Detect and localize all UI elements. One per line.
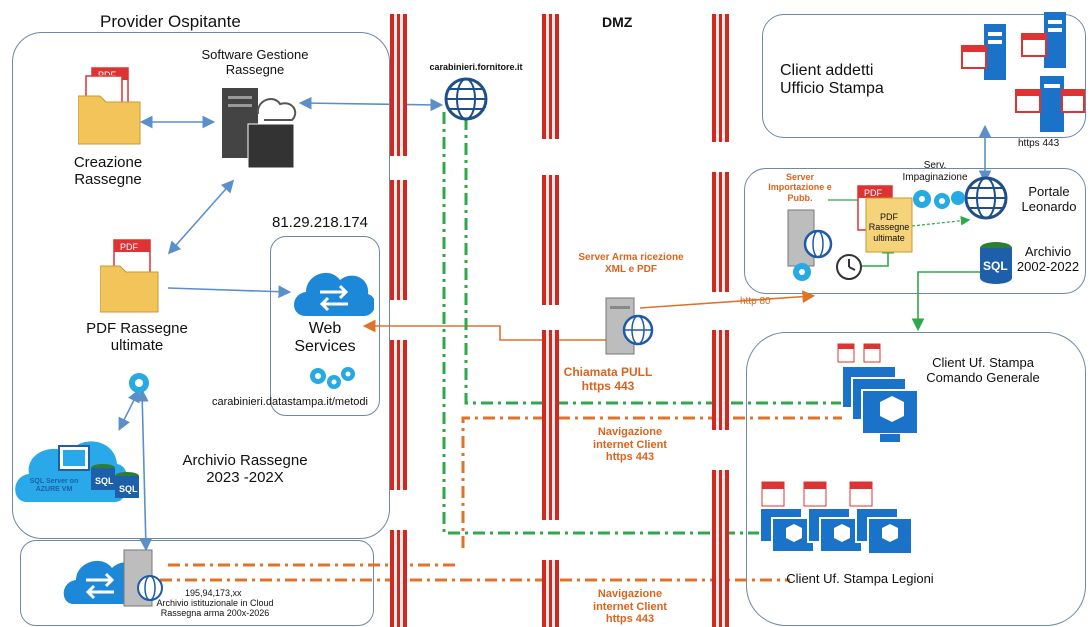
pdf-ultimate-label: PDF Rassegne ultimate xyxy=(86,320,188,355)
chiamata-pull-label: Chiamata PULL https 443 xyxy=(563,365,653,393)
sql-azure-label: SQL Server on AZURE VM xyxy=(29,478,79,494)
firewall-c1 xyxy=(712,14,729,142)
svg-text:PDF: PDF xyxy=(864,188,883,198)
server-cloud-icon xyxy=(218,86,304,170)
firewall-a2 xyxy=(390,180,407,300)
line-http80 xyxy=(639,290,816,309)
clock-icon xyxy=(834,252,864,282)
sql-database-icon: SQL xyxy=(978,240,1014,284)
arrow-software-pdf xyxy=(167,179,235,255)
gear-icon xyxy=(124,370,154,396)
web-services-label: Web Services xyxy=(294,320,356,356)
pdf-rassegne-small-label: PDF Rassegne ultimate xyxy=(868,212,910,243)
client-legioni-label: Client Uf. Stampa Legioni xyxy=(786,571,934,586)
globe-icon xyxy=(442,77,490,123)
dmz-label: DMZ xyxy=(602,14,633,30)
svg-text:SQL: SQL xyxy=(983,259,1008,273)
svg-text:SQL: SQL xyxy=(119,484,138,494)
server-arma-icon xyxy=(604,294,656,358)
server-arma-label: Server Arma ricezione XML e PDF xyxy=(578,252,684,275)
gears-icon xyxy=(306,362,358,392)
ws-url: carabinieri.datastampa.it/metodi xyxy=(212,396,368,408)
client-comando-monitors-icon xyxy=(836,340,922,448)
impag-gears-icon xyxy=(910,186,966,212)
line-green-dashdot-2 xyxy=(464,118,850,405)
svg-text:SQL: SQL xyxy=(95,476,114,486)
arrow-gear-sql xyxy=(118,389,140,431)
firewall-b4 xyxy=(542,560,559,627)
client-pc-icon-1 xyxy=(960,22,1016,82)
client-comando-label: Client Uf. Stampa Comando Generale xyxy=(926,355,1040,385)
http80-label: http 80 xyxy=(740,296,771,307)
globe-portal-icon xyxy=(962,176,1010,222)
navigazione-label-1: Navigazione internet Client https 443 xyxy=(593,426,667,464)
firewall-c4 xyxy=(712,470,729,627)
pdf-folder-icon: PDF xyxy=(78,66,144,146)
firewall-b2 xyxy=(542,175,559,305)
web-services-cloud-icon xyxy=(292,262,374,318)
firewall-b3 xyxy=(542,330,559,520)
portale-label: Portale Leonardo xyxy=(1021,184,1077,214)
server-import-icon xyxy=(784,206,844,286)
firewall-c3 xyxy=(712,330,729,430)
client-legioni-monitors-icon xyxy=(758,466,918,574)
cloud-archive-label: Archivio istituzionale in Cloud Rassegna… xyxy=(156,598,274,619)
firewall-b1 xyxy=(542,14,559,139)
pdf-folder-icon-2: PDF xyxy=(100,238,160,314)
firewall-a1 xyxy=(390,14,407,156)
client-addetti-label: Client addetti Ufficio Stampa xyxy=(780,62,884,98)
line-green-leonardo xyxy=(911,265,996,332)
firewall-a4 xyxy=(390,530,407,627)
firewall-a3 xyxy=(390,340,407,490)
pdf-doc-icon: PDF xyxy=(856,180,914,254)
arrow-gear-cloud xyxy=(135,388,153,552)
software-gestione-label: Software Gestione Rassegne xyxy=(201,47,309,77)
web-services-box xyxy=(270,236,380,416)
svg-text:PDF: PDF xyxy=(120,242,139,252)
archivio-rassegne-label: Archivio Rassegne 2023 -202X xyxy=(182,452,308,487)
ip-web-services: 81.29.218.174 xyxy=(272,214,368,231)
line-green-portal xyxy=(911,215,971,227)
provider-title: Provider Ospitante xyxy=(100,12,241,31)
arrow-pdf-ws xyxy=(167,285,292,299)
serv-impag-label: Serv. Impaginazione xyxy=(902,160,968,183)
svg-text:PDF: PDF xyxy=(98,70,117,80)
archivio-2002-label: Archivio 2002-2022 xyxy=(1016,244,1080,274)
client-stampa-box xyxy=(746,332,1086,626)
cloud-server-icon xyxy=(62,544,174,610)
https443-label: https 443 xyxy=(1018,138,1060,149)
cloud-ip: 195,94,173,xx xyxy=(185,588,242,598)
creazione-label: Creazione Rassegne xyxy=(73,154,143,189)
firewall-c2 xyxy=(712,172,729,292)
navigazione-label-2: Navigazione internet Client https 443 xyxy=(593,588,667,626)
line-green-dashdot-1 xyxy=(442,112,780,535)
client-pc-icon-3 xyxy=(1014,74,1086,134)
arrow-software-url xyxy=(298,96,444,112)
line-pull xyxy=(362,319,625,341)
server-import-label: Server Importazione e Pubb. xyxy=(768,172,832,203)
fornitore-url: carabinieri.fornitore.it xyxy=(429,62,523,72)
azure-sql-cloud-icon: SQL SQL xyxy=(15,424,141,504)
client-pc-icon-2 xyxy=(1020,10,1076,70)
